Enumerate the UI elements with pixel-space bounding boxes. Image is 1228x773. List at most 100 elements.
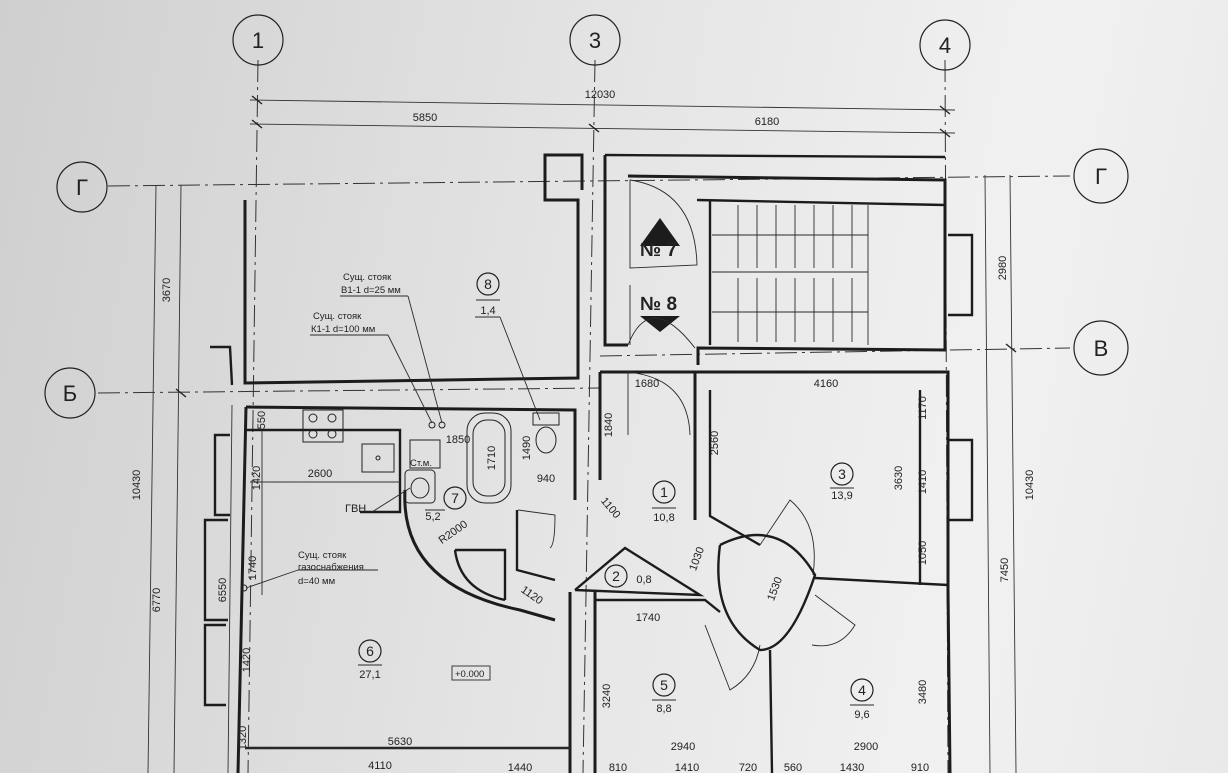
stair-down-arrow-icon <box>640 316 680 332</box>
stair-up-arrow-icon <box>640 218 680 246</box>
dim-2560: 2560 <box>709 431 721 455</box>
stove-icon <box>302 409 344 443</box>
dim-4160: 4160 <box>814 378 838 390</box>
room-2: 2 0,8 <box>604 564 652 588</box>
dim-left-lower: 6770 <box>151 588 163 612</box>
note-sewer-2: К1-1 d=100 мм <box>311 324 375 335</box>
room-number: 5 <box>660 677 668 693</box>
burner-icon <box>308 429 318 439</box>
stair-down-label: № 8 <box>640 294 677 315</box>
note-gas-1: Сущ. стояк <box>298 550 347 561</box>
dim-1420-b: 1420 <box>241 648 253 672</box>
door-swing-stair-up <box>629 179 698 269</box>
door-swing-room3 <box>759 499 815 576</box>
dim-1100: 1100 <box>598 495 622 521</box>
dim-radius: R2000 <box>437 518 470 546</box>
dim-1680: 1680 <box>635 378 659 390</box>
dim-1710: 1710 <box>486 446 498 470</box>
dim-line-split <box>249 123 956 134</box>
wall-shower <box>455 548 507 600</box>
left-dimensions: 10430 3670 6770 6550 <box>131 184 233 773</box>
door-swing-bath <box>517 509 556 549</box>
wall-room4-left <box>768 649 774 773</box>
dim-bottom-1410: 1410 <box>675 762 699 773</box>
dim-tick <box>251 95 263 105</box>
room-3: 3 13,9 <box>830 462 854 502</box>
wall-upper-left <box>243 153 584 385</box>
axis-line-v <box>599 347 1071 357</box>
dim-3240: 3240 <box>601 684 613 708</box>
axis-bubble-g-right <box>1073 148 1129 204</box>
dim-tick <box>939 128 951 138</box>
dim-1840: 1840 <box>603 413 615 437</box>
burner-icon <box>308 413 318 423</box>
dim-1530: 1530 <box>765 575 785 602</box>
room-area: 0,8 <box>636 574 651 586</box>
room-area: 10,8 <box>653 512 674 524</box>
wall-room5-left <box>568 592 597 773</box>
toilet-tank-icon <box>532 412 560 426</box>
room-number: 1 <box>660 484 668 500</box>
dim-560: 560 <box>784 762 802 773</box>
room-area: 5,2 <box>425 511 440 523</box>
axis-label-1: 1 <box>252 28 264 53</box>
dim-top-left: 5850 <box>413 112 437 124</box>
note-water-2: В1-1 d=25 мм <box>341 285 401 296</box>
washing-machine-icon <box>409 439 441 469</box>
wall-staircase-top <box>604 153 946 207</box>
wall-apartment-top <box>245 370 950 590</box>
axis-line-3 <box>582 59 596 773</box>
dim-720: 720 <box>739 762 757 773</box>
dim-tick <box>175 388 187 398</box>
note-water-1: Сущ. стояк <box>343 272 392 283</box>
dim-line-right-split <box>1009 174 1017 773</box>
dim-right-upper: 2980 <box>997 256 1009 280</box>
dim-line-total <box>249 99 956 111</box>
stair-up-label: № 7 <box>640 240 677 261</box>
wall-bath-curve <box>403 489 556 622</box>
room-number: 7 <box>451 490 459 506</box>
wall-room2 <box>574 546 705 597</box>
leader-sewer <box>387 334 433 424</box>
dim-line-right-total <box>984 174 991 773</box>
dim-top-right: 6180 <box>755 116 779 128</box>
dim-1320: 1320 <box>237 726 249 750</box>
note-gas-3: d=40 мм <box>298 576 335 587</box>
room-7: 7 5,2 <box>425 486 467 523</box>
fixtures <box>240 409 560 592</box>
kitchen-sink-icon <box>361 443 395 473</box>
axis-label-3: 3 <box>589 28 601 53</box>
burner-icon <box>327 413 337 423</box>
leader-gas <box>245 569 299 589</box>
axis-label-g-left: Г <box>76 175 88 200</box>
axis-bubble-1 <box>232 14 284 66</box>
lobby-curve <box>717 533 817 652</box>
dim-right-lower: 7450 <box>999 558 1011 582</box>
room-number: 6 <box>366 643 374 659</box>
wall-upper-left-end <box>210 345 234 386</box>
leaders <box>245 295 541 589</box>
toilet-bowl-icon <box>535 426 557 454</box>
room-labels: 1 10,8 2 0,8 3 13,9 4 9,6 5 8,8 <box>358 272 874 721</box>
axis-bubble-b <box>44 367 96 419</box>
dim-right-total: 10430 <box>1024 470 1036 501</box>
dim-2600: 2600 <box>308 468 332 480</box>
room-area: 1,4 <box>480 305 495 317</box>
dim-tick <box>588 123 600 133</box>
dim-left-upper: 3670 <box>161 278 173 302</box>
room-number: 2 <box>612 568 620 584</box>
axis-label-b: Б <box>63 381 77 406</box>
room-4: 4 9,6 <box>850 678 874 721</box>
dim-2940: 2940 <box>671 741 695 753</box>
axis-line-1 <box>247 59 259 773</box>
stairs: № 7 № 8 <box>627 179 869 349</box>
wall-kitchen-counter <box>246 428 402 514</box>
wall-room3 <box>708 390 949 587</box>
dim-4110: 4110 <box>368 760 392 772</box>
room-area: 9,6 <box>854 709 869 721</box>
interior-dimensions: 2600 550 1420 1740 1420 1320 1850 1710 1… <box>237 378 929 773</box>
windows-left <box>203 433 230 707</box>
dim-810: 810 <box>609 762 627 773</box>
